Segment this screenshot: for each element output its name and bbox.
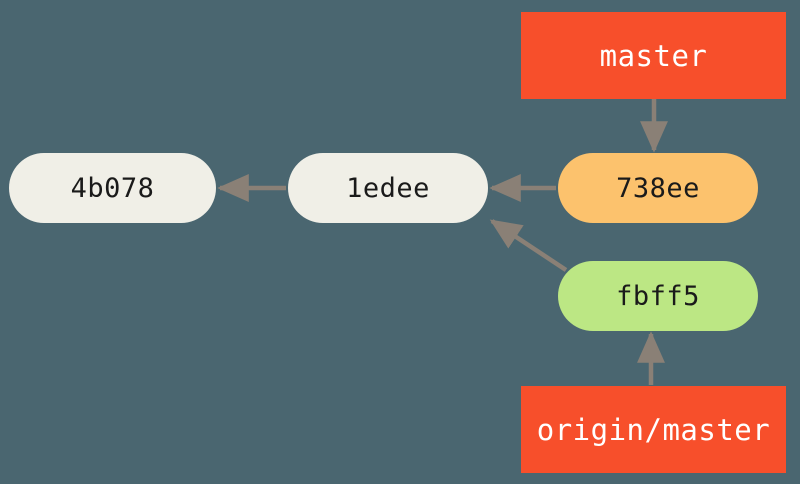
edge-fbff5-to-1edee [489,219,568,272]
commit-node-1edee[interactable]: 1edee [288,153,488,223]
remote-ref-origin-master[interactable]: origin/master [521,386,786,473]
commit-node-fbff5[interactable]: fbff5 [558,261,758,331]
commit-label-fbff5: fbff5 [616,280,700,312]
remote-ref-label-origin-master: origin/master [536,412,771,447]
commit-label-4b078: 4b078 [70,172,155,204]
commit-node-738ee[interactable]: 738ee [558,153,758,223]
commit-label-738ee: 738ee [616,172,700,204]
commit-node-4b078[interactable]: 4b078 [9,153,216,223]
branch-ref-master[interactable]: master [521,12,786,99]
branch-ref-label-master: master [599,38,708,73]
commit-label-1edee: 1edee [346,172,430,204]
